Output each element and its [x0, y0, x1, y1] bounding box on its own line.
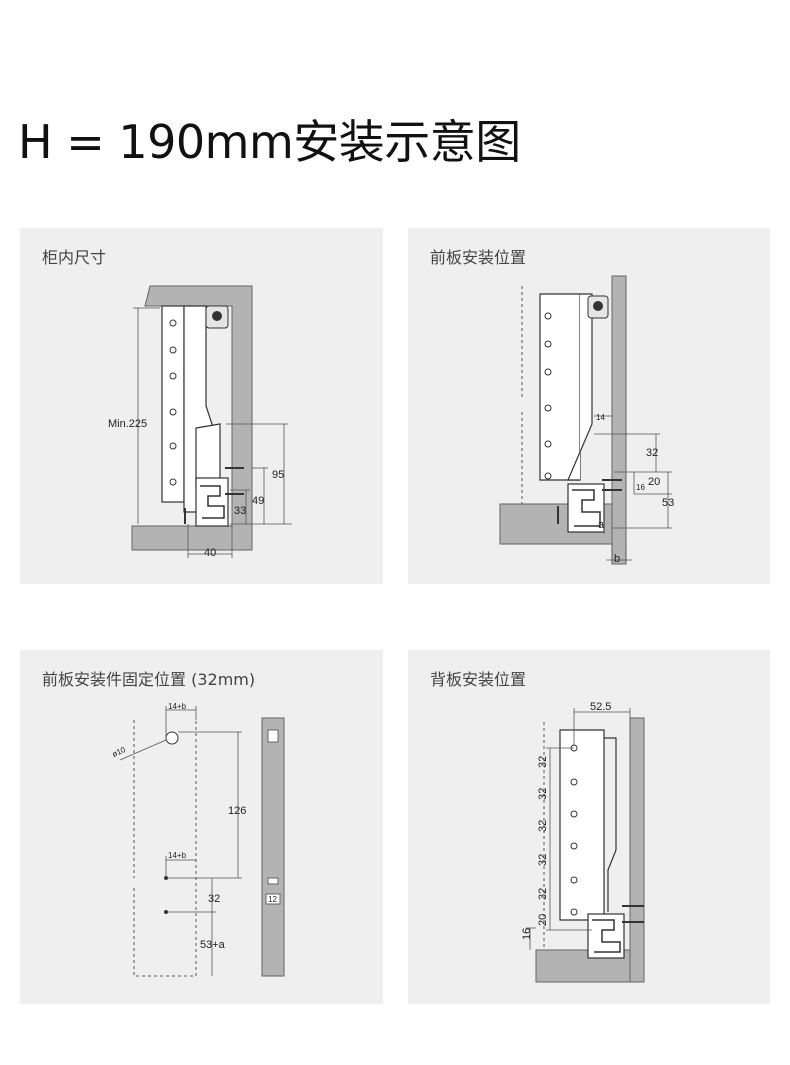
label-20: 20: [537, 914, 549, 926]
panel-back-board-position: 背板安装位置 52.5 32 32 32 32 32 20 16: [408, 650, 770, 1004]
panel-title: 前板安装件固定位置 (32mm): [42, 670, 256, 689]
label-14: 14: [596, 413, 605, 422]
label-min-225: Min.225: [108, 418, 147, 430]
label-32-1: 32: [537, 756, 549, 768]
label-16: 16: [521, 928, 533, 940]
label-53: 53: [662, 497, 674, 509]
screw-icon: [557, 479, 622, 524]
mounting-holes: [570, 744, 578, 916]
drawer-side-plate: [559, 729, 605, 921]
panel-cabinet-inner-size: 柜内尺寸 Min.22: [20, 228, 383, 584]
side-board: [261, 717, 285, 977]
runner: [195, 477, 229, 527]
cabinet-inner-size-diagram: Min.225 95 49 33 40: [108, 285, 292, 559]
label-52-5: 52.5: [590, 701, 611, 713]
back-board: [629, 717, 645, 983]
panel-front-fitting-position: 前板安装件固定位置 (32mm) 14+b ø10 126 14+b 32 53…: [20, 650, 383, 1004]
bracket-screw-icon: [212, 311, 222, 321]
label-32: 32: [208, 893, 220, 905]
label-32-3: 32: [537, 820, 549, 832]
label-32-2: 32: [537, 788, 549, 800]
front-bracket: [195, 423, 221, 487]
drawer-side-plate: [539, 293, 581, 481]
front-board-position-diagram: 14 32 20 16 53 a b: [499, 275, 674, 565]
label-95: 95: [272, 469, 284, 481]
hole-icon: [165, 731, 179, 745]
label-49: 49: [252, 495, 264, 507]
panel-title: 背板安装位置: [430, 670, 527, 689]
mounting-holes: [544, 312, 552, 480]
label-32-5: 32: [537, 888, 549, 900]
front-fitting-position-diagram: 14+b ø10 126 14+b 32 53+a 12: [111, 702, 285, 977]
bracket-screw-icon: [593, 301, 603, 311]
label-126: 126: [228, 805, 246, 817]
label-53a: 53+a: [200, 939, 226, 951]
runner: [567, 483, 605, 533]
page-title: H = 190mm安装示意图: [18, 115, 521, 169]
label-40: 40: [204, 547, 216, 559]
label-12: 12: [268, 895, 277, 904]
label-16: 16: [636, 483, 645, 492]
drawer-profile: [604, 737, 617, 912]
label-b: b: [614, 553, 620, 565]
screw-icon: [184, 467, 244, 524]
label-20: 20: [648, 476, 660, 488]
label-33: 33: [234, 505, 246, 517]
label-phi10: ø10: [111, 745, 128, 759]
panel-title: 柜内尺寸: [42, 248, 107, 267]
panel-front-board-position: 前板安装位置 14: [408, 228, 770, 584]
mounting-holes: [169, 319, 177, 486]
label-14b-mid: 14+b: [168, 851, 187, 860]
front-board: [611, 275, 627, 565]
drawer-profile: [567, 293, 593, 481]
drawer-side-plate: [161, 305, 185, 503]
screw-icon: [622, 905, 644, 923]
runner: [587, 913, 625, 959]
label-32: 32: [646, 447, 658, 459]
label-32-4: 32: [537, 854, 549, 866]
panel-title: 前板安装位置: [430, 248, 527, 267]
label-14b-top: 14+b: [168, 702, 187, 711]
back-board-position-diagram: 52.5 32 32 32 32 32 20 16: [521, 701, 645, 983]
label-a: a: [598, 519, 605, 531]
mount-points: [164, 876, 168, 914]
